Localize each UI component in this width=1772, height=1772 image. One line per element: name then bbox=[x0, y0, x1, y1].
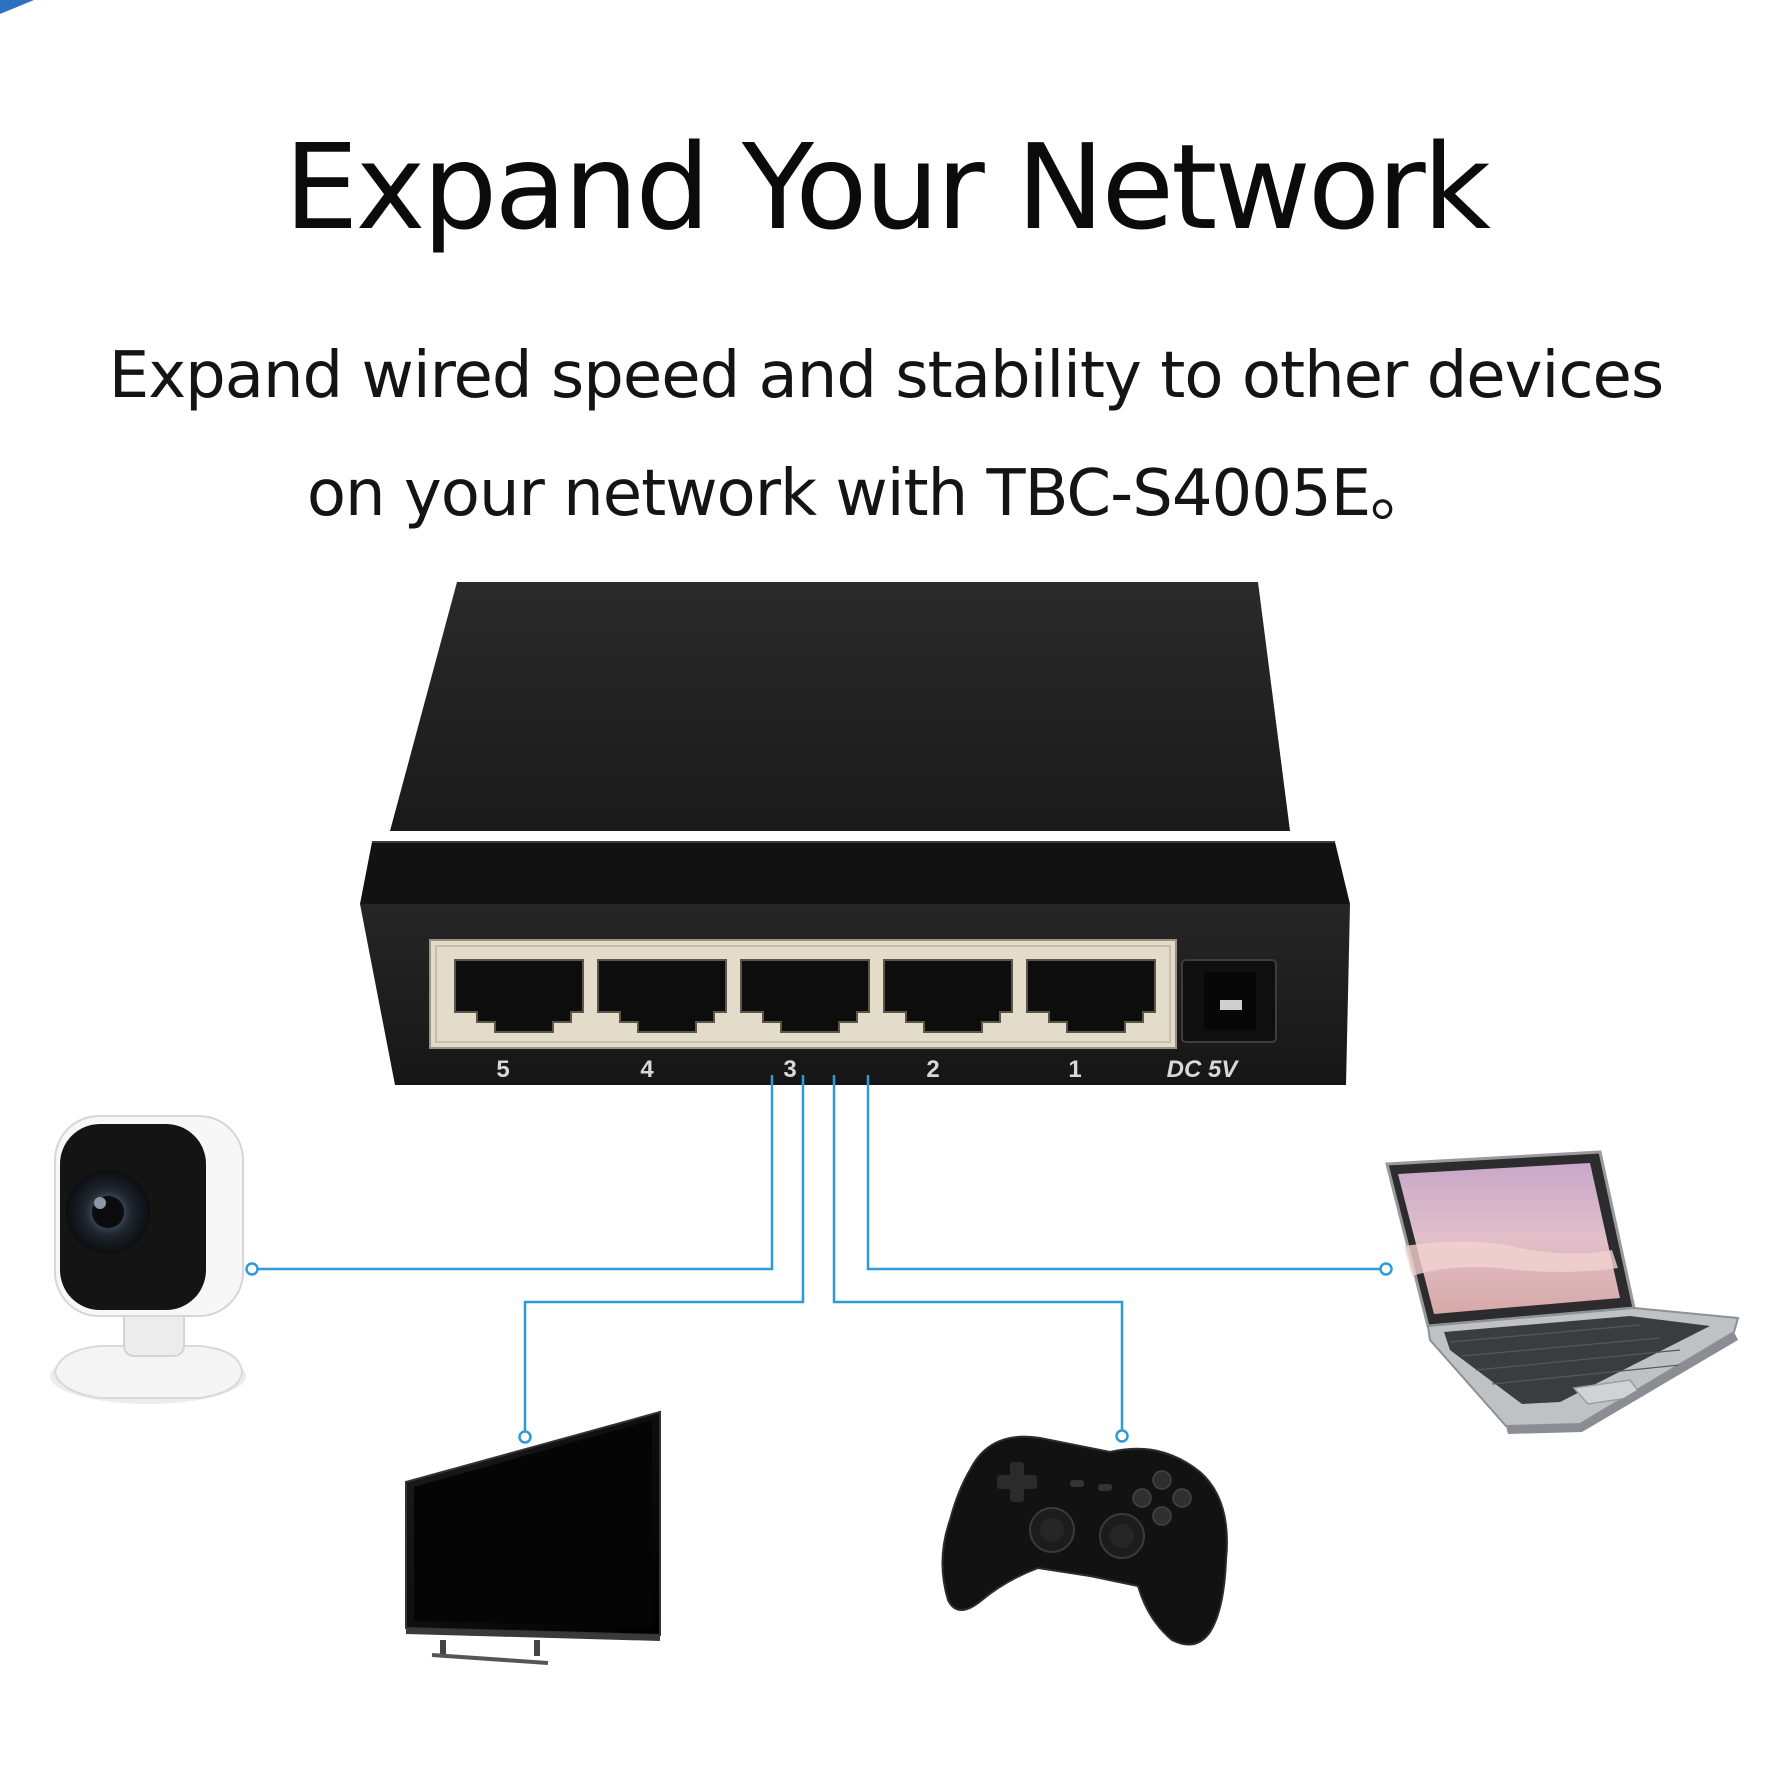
port-label-3: 3 bbox=[783, 1056, 796, 1083]
rj45-port-4 bbox=[597, 959, 727, 1033]
gamepad-icon bbox=[941, 1435, 1228, 1646]
rj45-port-1 bbox=[1026, 959, 1156, 1033]
camera-icon bbox=[50, 1115, 246, 1404]
connector-endpoints bbox=[245, 1262, 1393, 1444]
network-switch: 5 4 3 2 1 DC 5V bbox=[360, 582, 1350, 1085]
port-label-1: 1 bbox=[1068, 1056, 1081, 1083]
port-label-2: 2 bbox=[926, 1056, 939, 1083]
laptop-icon bbox=[1385, 1150, 1740, 1434]
line-to-tv bbox=[523, 1075, 805, 1437]
dc-power-jack bbox=[1181, 959, 1277, 1043]
rj45-port-2 bbox=[883, 959, 1013, 1033]
port-label-5: 5 bbox=[496, 1056, 509, 1083]
camera-endpoint bbox=[245, 1262, 259, 1276]
subtitle-line-1: Expand wired speed and stability to othe… bbox=[108, 339, 1664, 413]
rj45-port-3 bbox=[740, 959, 870, 1033]
tv-icon bbox=[405, 1410, 661, 1665]
line-to-gamepad bbox=[832, 1075, 1124, 1436]
subtitle-line-2: on your network with TBC-S4005E。 bbox=[306, 457, 1434, 531]
laptop-endpoint bbox=[1379, 1262, 1393, 1276]
tv-endpoint bbox=[518, 1430, 532, 1444]
gamepad-endpoint bbox=[1115, 1429, 1129, 1443]
connector-lines bbox=[252, 1075, 1386, 1437]
port-label-4: 4 bbox=[640, 1056, 654, 1083]
page-title: Expand Your Network bbox=[284, 118, 1491, 256]
rj45-port-5 bbox=[454, 959, 584, 1033]
switch-top bbox=[390, 582, 1290, 831]
power-label: DC 5V bbox=[1167, 1056, 1240, 1083]
line-to-laptop bbox=[866, 1075, 1386, 1271]
corner-accent bbox=[0, 0, 34, 14]
line-to-camera bbox=[252, 1075, 774, 1271]
